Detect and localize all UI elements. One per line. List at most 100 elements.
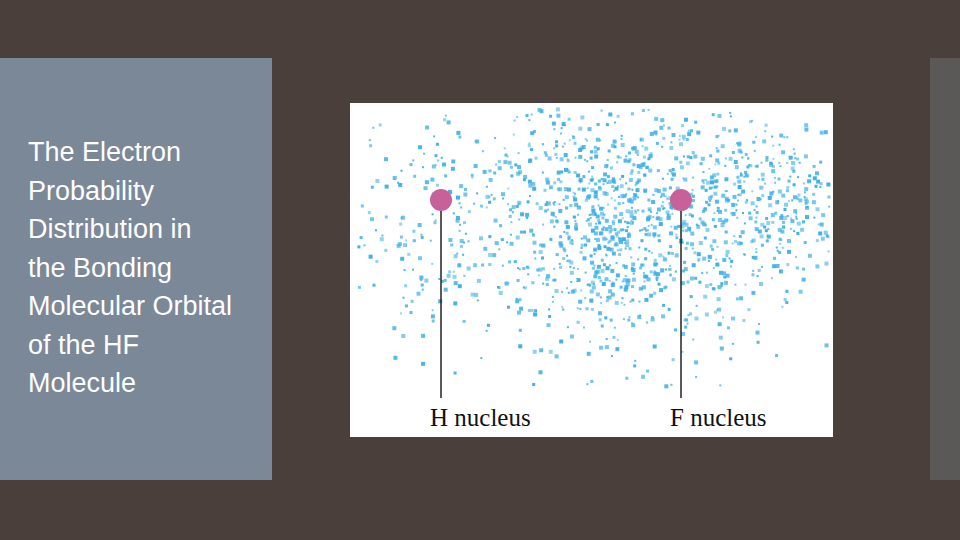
probability-dot [625, 155, 627, 157]
probability-dot [737, 180, 741, 184]
probability-dot [597, 123, 600, 126]
probability-dot [793, 148, 795, 150]
probability-dot [514, 163, 517, 166]
probability-dot [615, 232, 618, 235]
probability-dot [611, 237, 615, 241]
probability-dot [726, 250, 730, 254]
probability-dot [618, 238, 622, 242]
probability-dot [787, 239, 791, 243]
probability-dot [757, 341, 760, 344]
probability-dot [767, 234, 769, 236]
probability-dot [703, 171, 705, 173]
probability-dot [694, 360, 698, 364]
probability-dot [734, 240, 737, 243]
probability-dot [628, 152, 631, 155]
probability-dot [605, 254, 607, 256]
probability-dot [505, 282, 509, 286]
probability-dot [653, 345, 657, 349]
probability-dot [722, 258, 726, 262]
probability-dot [488, 235, 491, 238]
probability-dot [486, 186, 488, 188]
probability-dot [689, 312, 692, 315]
probability-dot [662, 208, 664, 210]
probability-dot [418, 256, 422, 260]
probability-dot [474, 293, 478, 297]
probability-dot [730, 115, 732, 117]
probability-dot [534, 309, 537, 312]
probability-dot [567, 260, 569, 262]
probability-dot [662, 137, 665, 140]
probability-dot [786, 263, 789, 266]
probability-dot [717, 308, 721, 312]
probability-dot [400, 257, 404, 261]
probability-dot [651, 200, 655, 204]
probability-dot [558, 203, 560, 205]
probability-dot [360, 236, 363, 239]
probability-dot [624, 285, 628, 289]
probability-dot [826, 183, 830, 187]
probability-dot [821, 237, 825, 241]
leader-line [680, 211, 682, 398]
probability-dot [813, 217, 815, 219]
probability-dot [477, 279, 481, 283]
probability-dot [598, 180, 601, 183]
probability-dot [704, 207, 707, 210]
probability-dot [573, 267, 575, 269]
probability-dot [444, 279, 447, 282]
probability-dot [640, 139, 642, 141]
probability-dot [764, 130, 766, 132]
probability-dot [781, 306, 783, 308]
probability-dot [471, 293, 475, 297]
probability-dot [768, 203, 772, 207]
probability-dot [631, 112, 634, 115]
probability-dot [459, 230, 461, 232]
probability-dot [626, 279, 630, 283]
probability-dot [751, 201, 755, 205]
probability-dot [568, 292, 570, 294]
probability-dot [786, 189, 789, 192]
probability-dot [553, 202, 555, 204]
probability-dot [584, 297, 586, 299]
probability-dot [533, 251, 536, 254]
probability-dot [570, 266, 572, 268]
probability-dot [825, 343, 829, 347]
probability-dot [774, 177, 776, 179]
probability-dot [683, 138, 685, 140]
probability-dot [713, 192, 717, 196]
probability-dot [581, 244, 584, 247]
probability-dot [590, 290, 594, 294]
probability-dot [734, 128, 738, 132]
probability-dot [539, 250, 543, 254]
probability-dot [564, 220, 568, 224]
probability-dot [610, 229, 613, 232]
probability-dot [488, 169, 491, 172]
probability-dot [471, 174, 474, 177]
probability-dot [468, 240, 470, 242]
probability-dot [578, 155, 582, 159]
probability-dot [486, 195, 490, 199]
probability-dot [679, 142, 683, 146]
probability-dot [539, 370, 543, 374]
probability-dot [699, 241, 703, 245]
probability-dot [771, 213, 775, 217]
probability-dot [614, 228, 617, 231]
probability-dot [679, 161, 682, 164]
probability-dot [627, 188, 630, 191]
probability-dot [578, 188, 581, 191]
probability-dot [622, 297, 624, 299]
probability-dot [563, 199, 565, 201]
probability-dot [705, 284, 709, 288]
probability-dot [620, 286, 623, 289]
probability-dot [779, 243, 781, 245]
probability-dot [462, 254, 464, 256]
probability-dot [798, 198, 802, 202]
probability-dot [493, 197, 496, 200]
probability-dot [643, 272, 645, 274]
probability-dot [624, 265, 628, 269]
probability-dot [423, 153, 425, 155]
probability-dot [594, 183, 597, 186]
probability-dot [617, 185, 619, 187]
probability-dot [663, 188, 667, 192]
probability-dot [532, 383, 535, 386]
probability-dot [594, 213, 597, 216]
